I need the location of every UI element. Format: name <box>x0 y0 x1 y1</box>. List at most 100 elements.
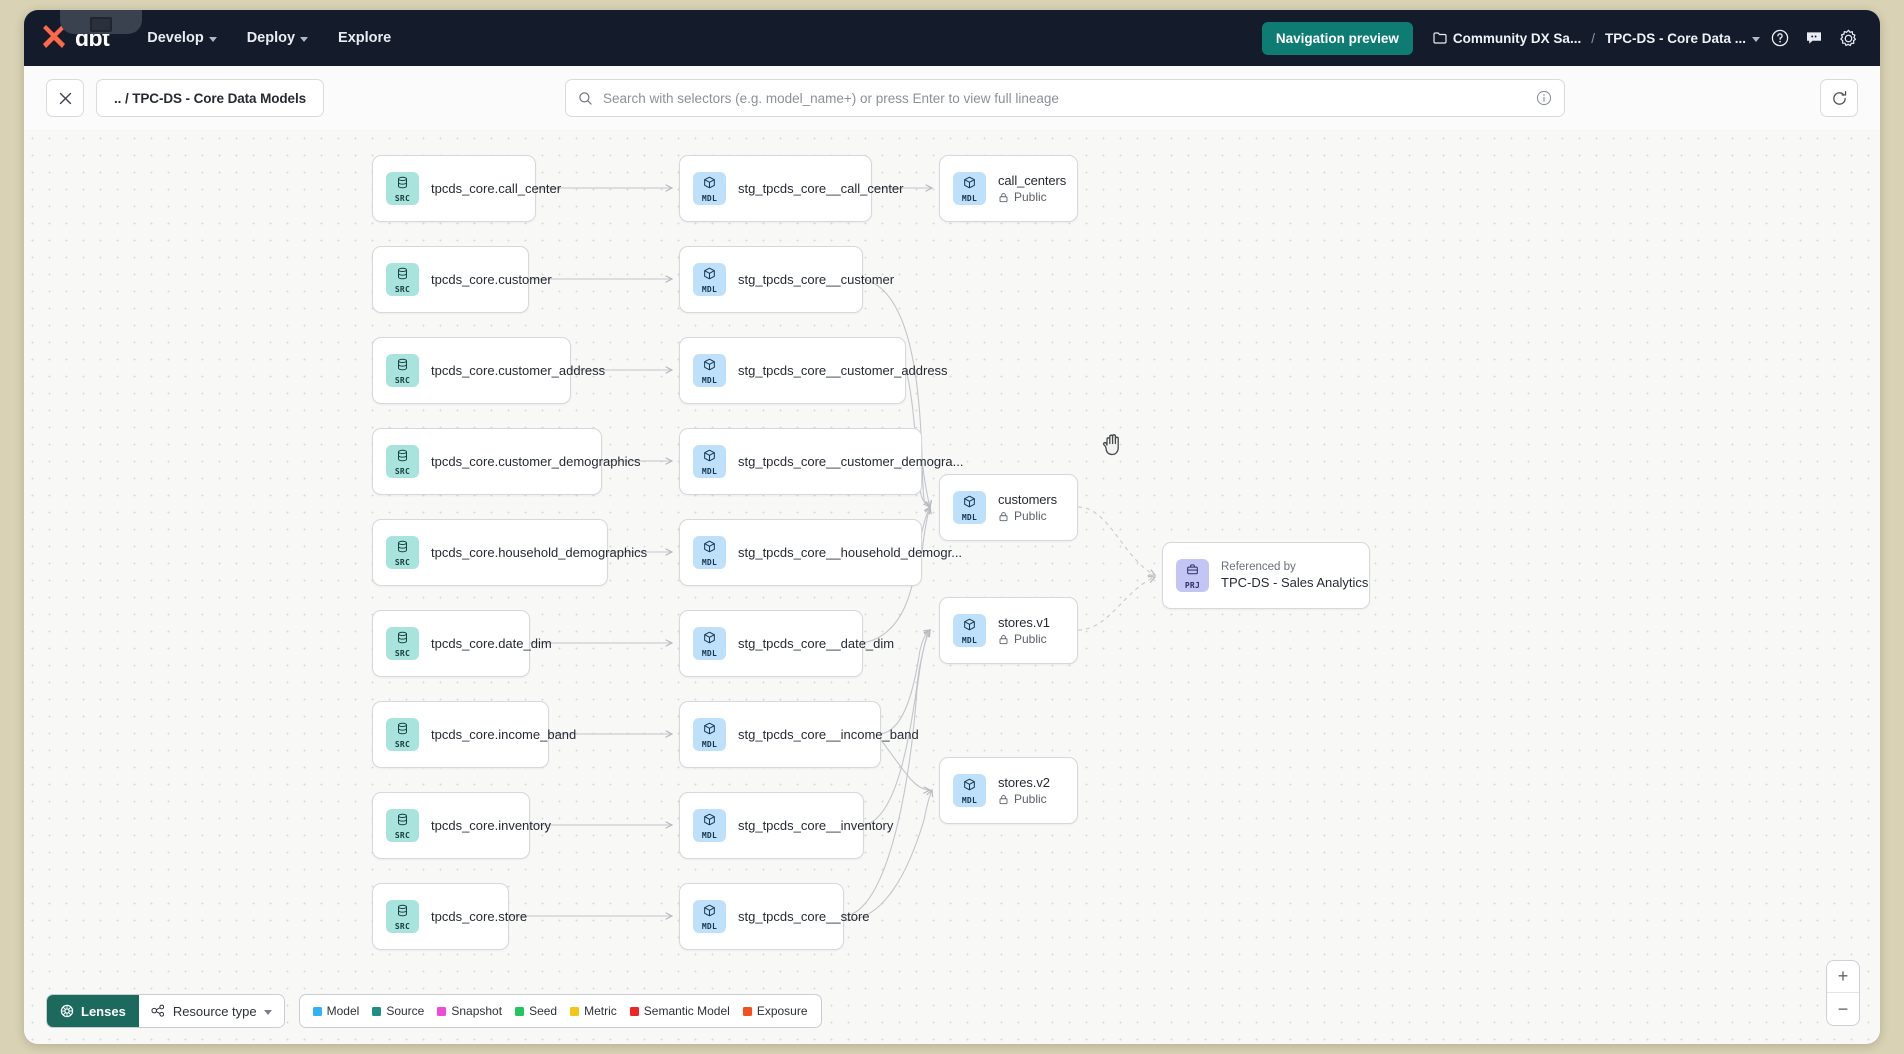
lineage-node-model-public[interactable]: MDL customers Public <box>939 474 1078 541</box>
project-badge-label: PRJ <box>1184 580 1201 590</box>
search-input[interactable] <box>603 90 1527 106</box>
cube-icon <box>703 722 716 739</box>
legend-label-semantic-model: Semantic Model <box>643 1004 730 1018</box>
cube-icon <box>963 618 976 635</box>
breadcrumb-account[interactable]: Community DX Sa... <box>1433 31 1581 46</box>
node-label: stg_tpcds_core__call_center <box>738 181 904 196</box>
breadcrumb-project[interactable]: TPC-DS - Core Data ... <box>1605 31 1760 46</box>
lineage-node-model-public[interactable]: MDL stores.v2 Public <box>939 757 1078 824</box>
dbt-logo-icon <box>40 25 68 51</box>
lineage-node-model-public[interactable]: MDL stores.v1 Public <box>939 597 1078 664</box>
lineage-node-source[interactable]: SRC tpcds_core.call_center <box>372 155 561 222</box>
database-icon <box>396 267 409 284</box>
node-label: stores.v1 <box>998 615 1050 630</box>
nav-item-deploy-label: Deploy <box>246 30 296 46</box>
node-label: tpcds_core.call_center <box>431 181 562 196</box>
nav-item-develop[interactable]: Develop <box>145 25 218 51</box>
lineage-node-model-public[interactable]: MDL call_centers Public <box>939 155 1078 222</box>
legend-label-exposure: Exposure <box>756 1004 808 1018</box>
breadcrumb-pill[interactable]: .. / TPC-DS - Core Data Models <box>96 79 325 117</box>
nodes-icon <box>151 1004 164 1017</box>
lineage-canvas[interactable]: SRC tpcds_core.call_center SRC tpcds_cor… <box>24 130 1880 1044</box>
lineage-node-model[interactable]: MDL stg_tpcds_core__store <box>679 883 870 950</box>
lineage-node-source[interactable]: SRC tpcds_core.inventory <box>372 792 551 859</box>
node-label: customers <box>998 492 1058 507</box>
help-icon[interactable] <box>1766 24 1794 52</box>
lineage-toolbar: .. / TPC-DS - Core Data Models <box>24 66 1880 130</box>
source-badge-label: SRC <box>394 557 411 567</box>
lineage-node-source[interactable]: SRC tpcds_core.customer <box>372 246 552 313</box>
cube-icon <box>963 778 976 795</box>
lineage-node-model[interactable]: MDL stg_tpcds_core__customer <box>679 246 894 313</box>
model-badge-icon: MDL <box>693 354 726 387</box>
lineage-node-model[interactable]: MDL stg_tpcds_core__call_center <box>679 155 904 222</box>
lineage-node-model[interactable]: MDL stg_tpcds_core__inventory <box>679 792 893 859</box>
legend-label-model: Model <box>326 1004 360 1018</box>
nav-item-explore[interactable]: Explore <box>336 25 393 51</box>
legend-label-seed: Seed <box>529 1004 558 1018</box>
lineage-node-source[interactable]: SRC tpcds_core.store <box>372 883 527 950</box>
node-access-label: Public <box>1014 509 1047 523</box>
refresh-button[interactable] <box>1820 79 1858 117</box>
legend-label-metric: Metric <box>584 1004 617 1018</box>
lineage-node-model[interactable]: MDL stg_tpcds_core__income_band <box>679 701 919 768</box>
node-label: stg_tpcds_core__inventory <box>738 818 894 833</box>
model-badge-label: MDL <box>701 648 718 658</box>
zoom-out-button[interactable]: − <box>1837 998 1849 1019</box>
legend-swatch-metric <box>570 1006 580 1016</box>
model-badge-icon: MDL <box>693 718 726 751</box>
node-label: TPC-DS - Sales Analytics <box>1221 575 1369 590</box>
node-label: tpcds_core.household_demographics <box>431 545 648 560</box>
camera-icon <box>90 17 112 32</box>
lineage-node-source[interactable]: SRC tpcds_core.customer_demographics <box>372 428 641 495</box>
model-badge-label: MDL <box>701 193 718 203</box>
cube-icon <box>703 813 716 830</box>
model-badge-label: MDL <box>961 193 978 203</box>
lineage-node-source[interactable]: SRC tpcds_core.date_dim <box>372 610 552 677</box>
legend-label-source: Source <box>386 1004 425 1018</box>
lineage-node-model[interactable]: MDL stg_tpcds_core__household_demogr... <box>679 519 962 586</box>
model-badge-icon: MDL <box>693 627 726 660</box>
lineage-node-model[interactable]: MDL stg_tpcds_core__customer_address <box>679 337 948 404</box>
close-button[interactable] <box>46 79 84 117</box>
node-text: Referenced by TPC-DS - Sales Analytics <box>1221 561 1369 590</box>
lineage-node-model[interactable]: MDL stg_tpcds_core__customer_demogra... <box>679 428 963 495</box>
node-label: stg_tpcds_core__date_dim <box>738 636 895 651</box>
model-badge-icon: MDL <box>953 774 986 807</box>
chevron-down-icon <box>1752 36 1760 42</box>
chevron-down-icon <box>208 36 217 42</box>
search-box[interactable] <box>565 79 1566 117</box>
legend-item-snapshot: Snapshot <box>437 1004 502 1018</box>
legend-item-semantic-model: Semantic Model <box>629 1004 730 1018</box>
database-icon <box>396 449 409 466</box>
chevron-down-icon <box>263 1009 272 1015</box>
info-icon[interactable] <box>1536 90 1552 106</box>
nav-item-develop-label: Develop <box>147 30 204 46</box>
lineage-node-source[interactable]: SRC tpcds_core.income_band <box>372 701 576 768</box>
node-text: customers Public <box>998 492 1057 523</box>
feedback-icon[interactable] <box>1800 24 1828 52</box>
resource-type-dropdown[interactable]: Resource type <box>138 995 284 1027</box>
model-badge-label: MDL <box>701 466 718 476</box>
nav-item-deploy[interactable]: Deploy <box>245 25 310 51</box>
navigation-preview-button[interactable]: Navigation preview <box>1261 21 1413 55</box>
cube-icon <box>703 631 716 648</box>
app-window: dbt Develop Deploy Explore Navigation pr… <box>24 10 1880 1044</box>
database-icon <box>396 176 409 193</box>
top-navigation-bar: dbt Develop Deploy Explore Navigation pr… <box>24 10 1880 66</box>
lineage-node-source[interactable]: SRC tpcds_core.household_demographics <box>372 519 647 586</box>
model-badge-label: MDL <box>701 557 718 567</box>
source-badge-icon: SRC <box>386 172 419 205</box>
legend-item-model: Model <box>312 1004 360 1018</box>
zoom-in-button[interactable]: + <box>1827 961 1859 993</box>
settings-icon[interactable] <box>1834 24 1862 52</box>
project-badge-icon: PRJ <box>1176 559 1209 592</box>
source-badge-icon: SRC <box>386 354 419 387</box>
lenses-button[interactable]: Lenses <box>47 995 139 1027</box>
lineage-node-source[interactable]: SRC tpcds_core.customer_address <box>372 337 605 404</box>
lineage-node-project-reference[interactable]: PRJ Referenced by TPC-DS - Sales Analyti… <box>1162 542 1370 609</box>
lineage-node-model[interactable]: MDL stg_tpcds_core__date_dim <box>679 610 894 677</box>
breadcrumb-separator: / <box>1591 30 1595 46</box>
node-label: stg_tpcds_core__customer <box>738 272 895 287</box>
node-access-label: Public <box>1014 190 1047 204</box>
